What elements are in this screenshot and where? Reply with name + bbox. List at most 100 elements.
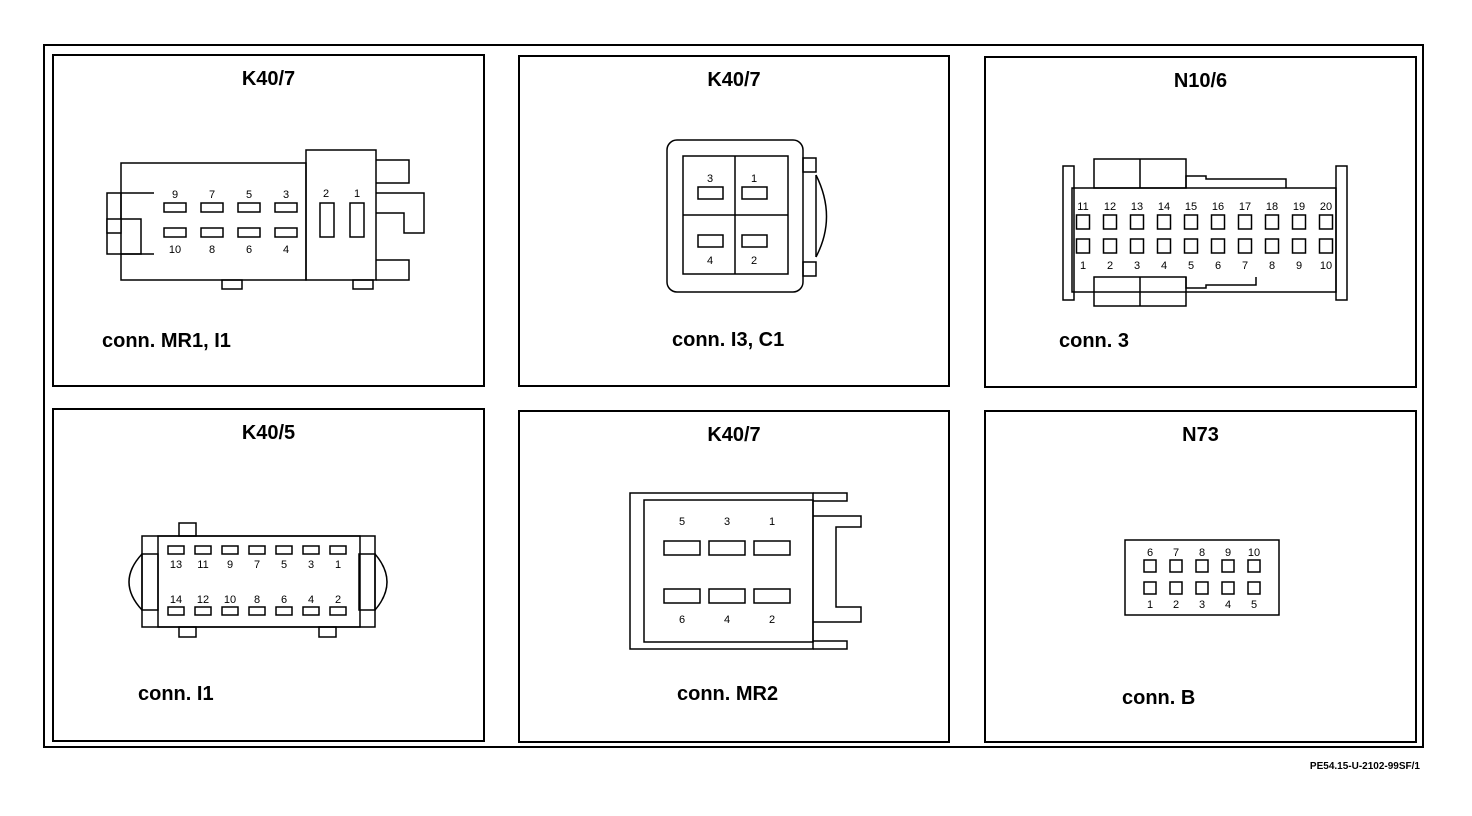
pin-label: 6: [1215, 260, 1221, 272]
pin-label: 7: [254, 559, 260, 571]
pin: [1143, 559, 1157, 573]
panel-title: K40/7: [707, 69, 761, 91]
pin: [275, 606, 293, 616]
pin-label: 13: [170, 559, 182, 571]
pin: [1195, 581, 1209, 595]
pin: [1210, 238, 1226, 254]
pin-label: 7: [1242, 260, 1248, 272]
pin-label: 3: [1134, 260, 1140, 272]
pin-label: 10: [1248, 547, 1260, 559]
pin: [1169, 559, 1183, 573]
pin-label: 5: [1188, 260, 1194, 272]
pin-label: 12: [197, 594, 209, 606]
pin-label: 2: [751, 255, 757, 267]
diagram-frame: [43, 44, 1424, 748]
pin-label: 9: [1225, 547, 1231, 559]
pin-label: 15: [1185, 201, 1197, 213]
pin-label: 1: [335, 559, 341, 571]
pin: [1210, 214, 1226, 230]
pin: [1075, 238, 1091, 254]
pin-label: 19: [1293, 201, 1305, 213]
pin-label: 11: [197, 559, 208, 571]
pin-label: 10: [169, 244, 181, 256]
pin-label: 16: [1212, 201, 1224, 213]
pin: [329, 606, 347, 616]
pin: [1156, 238, 1172, 254]
connector-drawing: 5 3 1 6 4 2: [629, 492, 862, 650]
pin: [1221, 581, 1235, 595]
pin: [1183, 238, 1199, 254]
pin-label: 4: [308, 594, 314, 606]
connector-label: conn. B: [1122, 687, 1196, 709]
pin-label: 1: [1147, 599, 1153, 611]
pin: [1102, 214, 1118, 230]
pin-label: 3: [1199, 599, 1205, 611]
pin: [248, 606, 266, 616]
pin: [1143, 581, 1157, 595]
pin-label: 9: [1296, 260, 1302, 272]
pin-label: 3: [724, 516, 730, 528]
pin: [302, 606, 320, 616]
pin: [1102, 238, 1118, 254]
pin-label: 3: [283, 189, 289, 201]
pin: [1237, 238, 1253, 254]
pin-label: 8: [1199, 547, 1205, 559]
pin: [167, 606, 185, 616]
pin-label: 2: [323, 188, 329, 200]
pin-label: 17: [1239, 201, 1251, 213]
pin: [274, 202, 298, 213]
pin: [1247, 581, 1261, 595]
pin: [1247, 559, 1261, 573]
pin-label: 1: [769, 516, 775, 528]
pin-label: 5: [281, 559, 287, 571]
pin: [274, 227, 298, 238]
pin: [200, 227, 224, 238]
figure-reference: PE54.15-U-2102-99SF/1: [1309, 761, 1420, 772]
pin: [194, 545, 212, 555]
pin-label: 6: [281, 594, 287, 606]
pin: [1129, 214, 1145, 230]
pin-label: 4: [283, 244, 289, 256]
pin: [200, 202, 224, 213]
pin-label: 7: [1173, 547, 1179, 559]
connector-label: conn. I1: [138, 683, 214, 705]
pin-label: 9: [227, 559, 233, 571]
panel-title: K40/7: [241, 68, 296, 90]
pin-label: 2: [1107, 260, 1113, 272]
pin-label: 6: [679, 614, 685, 626]
pin: [163, 202, 187, 213]
pin-label: 13: [1131, 201, 1143, 213]
pin: [1156, 214, 1172, 230]
pin-label: 1: [1080, 260, 1086, 272]
pin-label: 5: [1251, 599, 1257, 611]
pin: [1318, 214, 1334, 230]
pin-label: 3: [707, 173, 713, 185]
pin: [329, 545, 347, 555]
pin: [1264, 238, 1280, 254]
pin-label: 2: [1173, 599, 1179, 611]
connector-label: conn. MR2: [677, 683, 779, 705]
panel-title: K40/5: [241, 422, 296, 444]
pin-label: 4: [1161, 260, 1167, 272]
pin-label: 11: [1077, 201, 1088, 213]
pin-label: 2: [335, 594, 341, 606]
pin-label: 4: [1225, 599, 1231, 611]
pin: [1075, 214, 1091, 230]
pin: [221, 545, 239, 555]
pin: [1237, 214, 1253, 230]
pin: [237, 227, 261, 238]
pin-label: 8: [209, 244, 215, 256]
pin-label: 5: [246, 189, 252, 201]
pin-label: 8: [1269, 260, 1275, 272]
pin-label: 14: [1158, 201, 1170, 213]
panel-title: N73: [1182, 424, 1219, 446]
pin-label: 18: [1266, 201, 1278, 213]
pin-label: 1: [354, 188, 360, 200]
pin: [1291, 214, 1307, 230]
